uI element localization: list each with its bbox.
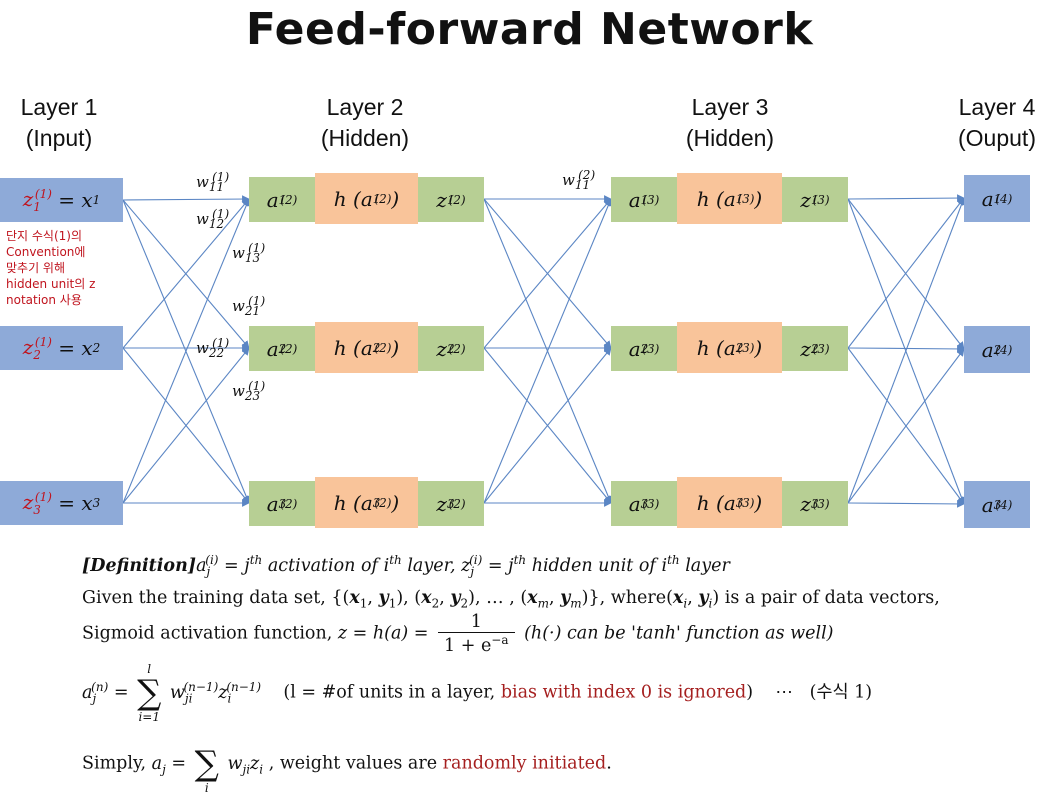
edge-l3-l4-3-1: [847, 197, 966, 504]
connection-lines: [122, 194, 966, 508]
definition-line: [Definition]aj(i) = jth activation of it…: [82, 553, 730, 579]
edge-l3-l4-2-1: [847, 197, 965, 349]
summation-equation: aj(n) = l∑i=1 wji(n−1)zi(n−1) (l = #of u…: [82, 662, 873, 724]
edge-l3-l4-3-2: [847, 348, 965, 504]
simply-line: Simply, aj = ∑i wjizi , weight values ar…: [82, 733, 612, 795]
edge-l1-l2-2-1: [122, 198, 250, 349]
edge-l3-l4-1-2: [847, 198, 965, 350]
sum-symbol-2: ∑i: [194, 744, 219, 795]
edge-l1-l2-3-2: [122, 347, 250, 504]
edge-l2-l3-3-1: [483, 198, 612, 504]
convention-note: 단지 수식(1)의 Convention에 맞추기 위해 hidden unit…: [6, 229, 96, 307]
sigmoid-line: Sigmoid activation function, z = h(a) = …: [82, 612, 834, 656]
edge-l3-l4-1-1: [847, 194, 965, 202]
edge-l3-l4-3-3: [847, 500, 965, 508]
weight-label-w21-1: w21(1): [232, 294, 266, 318]
layer-2-label: Layer 2(Hidden): [320, 94, 410, 151]
weight-label-w22-1: w22(1): [196, 336, 230, 360]
training-set-line: Given the training data set, {(x1, y1), …: [82, 588, 940, 611]
edge-l2-l3-3-2: [483, 347, 612, 504]
weight-label-w11-2: w11(2): [562, 168, 596, 192]
edge-l3-l4-2-2: [847, 345, 965, 353]
edge-l1-l2-3-1: [122, 198, 250, 504]
weight-label-w13-1: w13(1): [232, 241, 266, 265]
edge-l2-l3-2-1: [483, 198, 612, 349]
page-title: Feed-forward Network: [245, 4, 814, 55]
edge-l1-l2-1-1: [122, 195, 250, 203]
weight-label-w11-1: w11(1): [196, 170, 230, 194]
weight-label-w23-1: w23(1): [232, 379, 266, 403]
sum-symbol: l∑i=1: [137, 662, 162, 724]
weight-label-w12-1: w12(1): [196, 207, 230, 231]
layer-1-label: Layer 1(Input): [20, 94, 98, 151]
layer-4-label: Layer 4(Ouput): [958, 94, 1036, 151]
layer-3-label: Layer 3(Hidden): [685, 94, 775, 151]
